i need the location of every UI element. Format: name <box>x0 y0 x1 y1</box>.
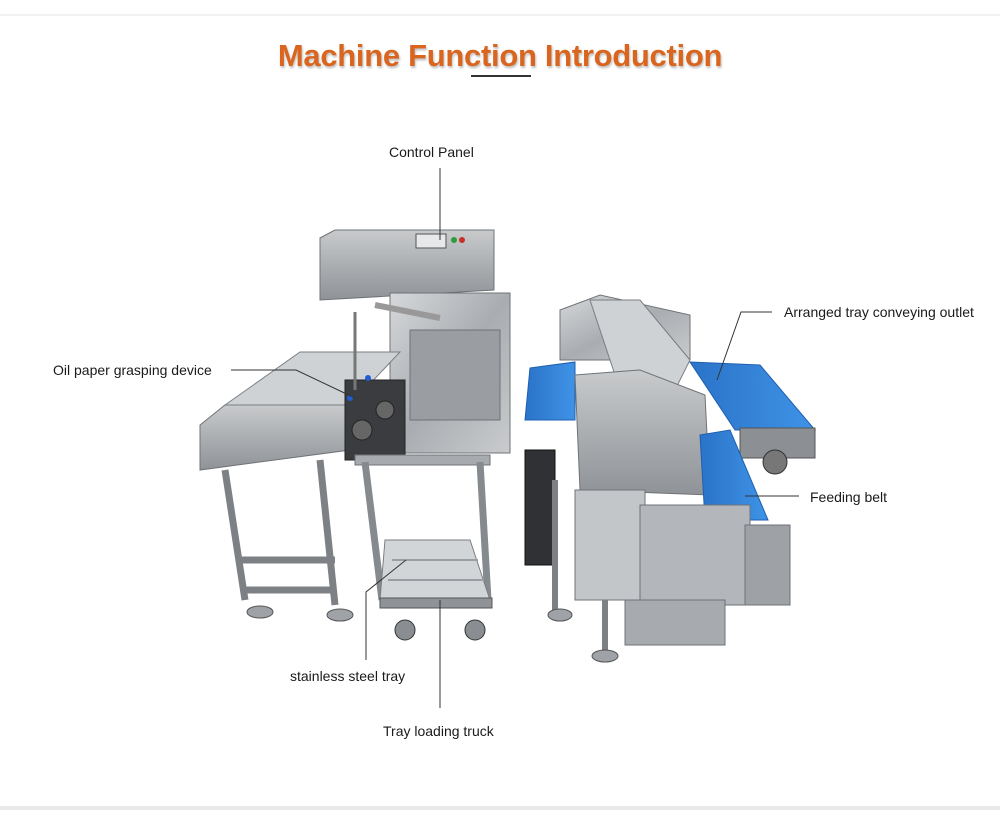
leader-arranged-tray-outlet <box>716 311 772 381</box>
touch-screen <box>415 233 447 249</box>
tray-loading-truck <box>354 454 493 641</box>
callout-arranged-tray-outlet: Arranged tray conveying outlet <box>784 304 974 320</box>
page-title: Machine Function Introduction <box>277 38 723 73</box>
left-machine-body <box>199 292 511 471</box>
stop-button-icon <box>459 237 465 243</box>
motor <box>524 449 556 566</box>
leader-lines <box>231 168 799 708</box>
oil-paper-table <box>199 404 351 471</box>
arranged-tray-outlet-belt <box>689 361 817 431</box>
callout-stainless-steel-tray: stainless steel tray <box>290 668 406 684</box>
gear-drive <box>344 379 406 461</box>
feeding-belt-surface <box>699 429 769 521</box>
callout-feeding-belt: Feeding belt <box>810 489 888 505</box>
leader-oil-paper-grasping <box>231 369 356 399</box>
callout-control-panel: Control Panel <box>389 144 474 160</box>
callout-tray-loading-truck: Tray loading truck <box>383 723 494 739</box>
stainless-tray <box>379 539 491 601</box>
callout-oil-paper-grasping: Oil paper grasping device <box>53 362 212 378</box>
control-cabinet <box>319 229 495 301</box>
left-machine-frame <box>221 459 339 606</box>
start-button-icon <box>451 237 457 243</box>
top-divider <box>0 14 1000 16</box>
suction-cup-icon <box>365 375 371 381</box>
bottom-divider <box>0 806 1000 810</box>
right-machine <box>524 294 817 646</box>
leader-stainless-steel-tray <box>365 559 407 660</box>
left-blue-belt <box>524 361 576 421</box>
title-underline <box>471 75 531 77</box>
